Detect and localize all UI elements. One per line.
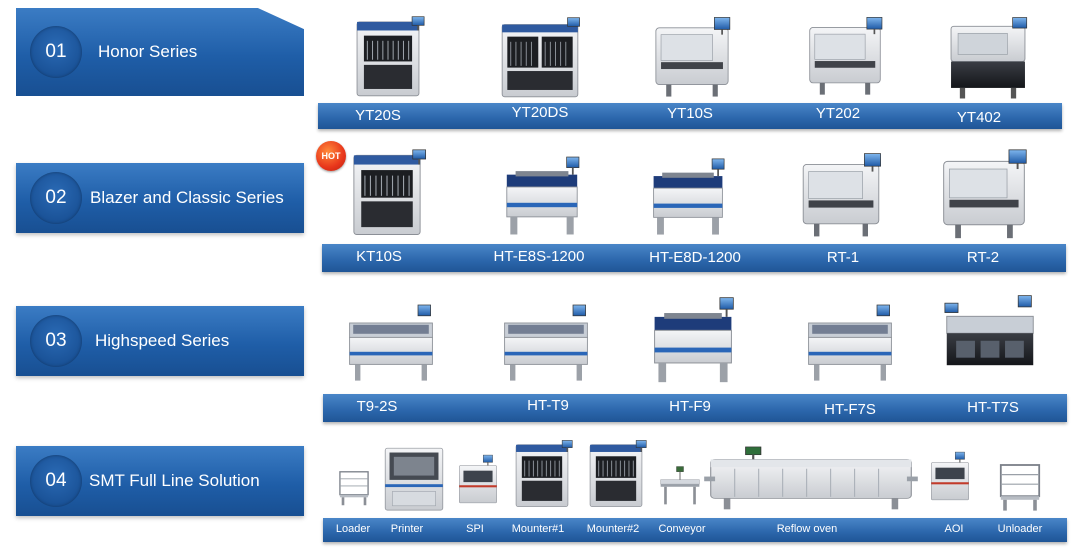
- series-number: 03: [30, 315, 82, 367]
- line-label-aoi[interactable]: AOI: [944, 523, 964, 535]
- line-label-unloader[interactable]: Unloader: [997, 523, 1043, 535]
- model-band-honor: YT20S YT20DS YT10S YT202 YT402: [318, 103, 1062, 129]
- model-label-ht-f9[interactable]: HT-F9: [669, 398, 711, 415]
- machine-ht-f7s[interactable]: [788, 296, 912, 386]
- line-label-reflow-oven[interactable]: Reflow oven: [776, 523, 838, 535]
- series-tab-smt-full-line[interactable]: 04 SMT Full Line Solution: [16, 446, 304, 516]
- model-label-ht-f7s[interactable]: HT-F7S: [824, 401, 876, 418]
- model-label-yt10s[interactable]: YT10S: [667, 105, 713, 122]
- model-band-blazer-classic: KT10S HT-E8S-1200 HT-E8D-1200 RT-1 RT-2: [322, 244, 1066, 272]
- machine-ht-t7s[interactable]: [926, 290, 1054, 384]
- model-label-ht-e8s-1200[interactable]: HT-E8S-1200: [493, 248, 585, 265]
- machine-printer[interactable]: [378, 440, 450, 514]
- machine-t9-2s[interactable]: [320, 296, 462, 386]
- machine-spi[interactable]: [452, 444, 504, 514]
- series-number: 04: [30, 455, 82, 507]
- series-tab-blazer-classic[interactable]: 02 Blazer and Classic Series: [16, 163, 304, 233]
- machine-loader[interactable]: [332, 456, 376, 514]
- series-number: 01: [30, 26, 82, 78]
- series-name: Honor Series: [98, 42, 198, 61]
- hot-badge: HOT: [316, 141, 346, 171]
- model-label-kt10s[interactable]: KT10S: [356, 248, 402, 265]
- model-band-highspeed: T9-2S HT-T9 HT-F9 HT-F7S HT-T7S: [323, 394, 1067, 422]
- machine-rt-2[interactable]: [934, 146, 1034, 242]
- series-tab-honor[interactable]: 01 Honor Series: [16, 8, 304, 96]
- model-label-yt202[interactable]: YT202: [815, 105, 861, 122]
- model-label-ht-e8d-1200[interactable]: HT-E8D-1200: [649, 249, 741, 266]
- machine-kt10s[interactable]: [340, 148, 434, 240]
- machine-mounter-2[interactable]: [580, 436, 652, 514]
- machine-ht-t9[interactable]: [486, 296, 606, 386]
- series-tab-highspeed[interactable]: 03 Highspeed Series: [16, 306, 304, 376]
- model-label-yt20ds[interactable]: YT20DS: [511, 104, 569, 121]
- series-name: SMT Full Line Solution: [89, 471, 260, 490]
- machine-ht-e8s-1200[interactable]: [484, 150, 600, 238]
- machine-unloader[interactable]: [990, 452, 1050, 514]
- machine-yt10s[interactable]: [640, 14, 744, 100]
- line-label-spi[interactable]: SPI: [466, 523, 484, 535]
- model-label-rt-2[interactable]: RT-2: [966, 249, 1000, 266]
- model-label-yt20s[interactable]: YT20S: [355, 107, 401, 124]
- machine-reflow-oven[interactable]: [702, 436, 920, 514]
- line-label-printer[interactable]: Printer: [390, 523, 424, 535]
- line-label-loader[interactable]: Loader: [335, 523, 371, 535]
- model-label-ht-t7s[interactable]: HT-T7S: [967, 399, 1019, 416]
- machine-conveyor[interactable]: [658, 456, 702, 514]
- machine-mounter-1[interactable]: [506, 436, 578, 514]
- machine-ht-e8d-1200[interactable]: [620, 152, 756, 238]
- machine-yt20s[interactable]: [345, 14, 431, 102]
- series-name: Highspeed Series: [95, 331, 230, 350]
- model-band-smt-full-line: Loader Printer SPI Mounter#1 Mounter#2 C…: [323, 518, 1067, 542]
- machine-yt20ds[interactable]: [488, 16, 592, 102]
- series-number: 02: [30, 172, 82, 224]
- model-label-ht-t9[interactable]: HT-T9: [527, 397, 569, 414]
- machine-rt-1[interactable]: [786, 150, 896, 240]
- machine-aoi[interactable]: [924, 438, 976, 514]
- machine-yt202[interactable]: [794, 14, 896, 98]
- model-label-rt-1[interactable]: RT-1: [826, 249, 860, 266]
- line-label-mounter-2[interactable]: Mounter#2: [586, 523, 640, 535]
- line-label-conveyor[interactable]: Conveyor: [658, 523, 706, 535]
- model-label-yt402[interactable]: YT402: [956, 109, 1002, 126]
- model-label-t9-2s[interactable]: T9-2S: [356, 398, 398, 415]
- series-name: Blazer and Classic Series: [90, 188, 284, 207]
- machine-ht-f9[interactable]: [632, 290, 754, 386]
- line-label-mounter-1[interactable]: Mounter#1: [511, 523, 565, 535]
- machine-yt402[interactable]: [936, 14, 1040, 102]
